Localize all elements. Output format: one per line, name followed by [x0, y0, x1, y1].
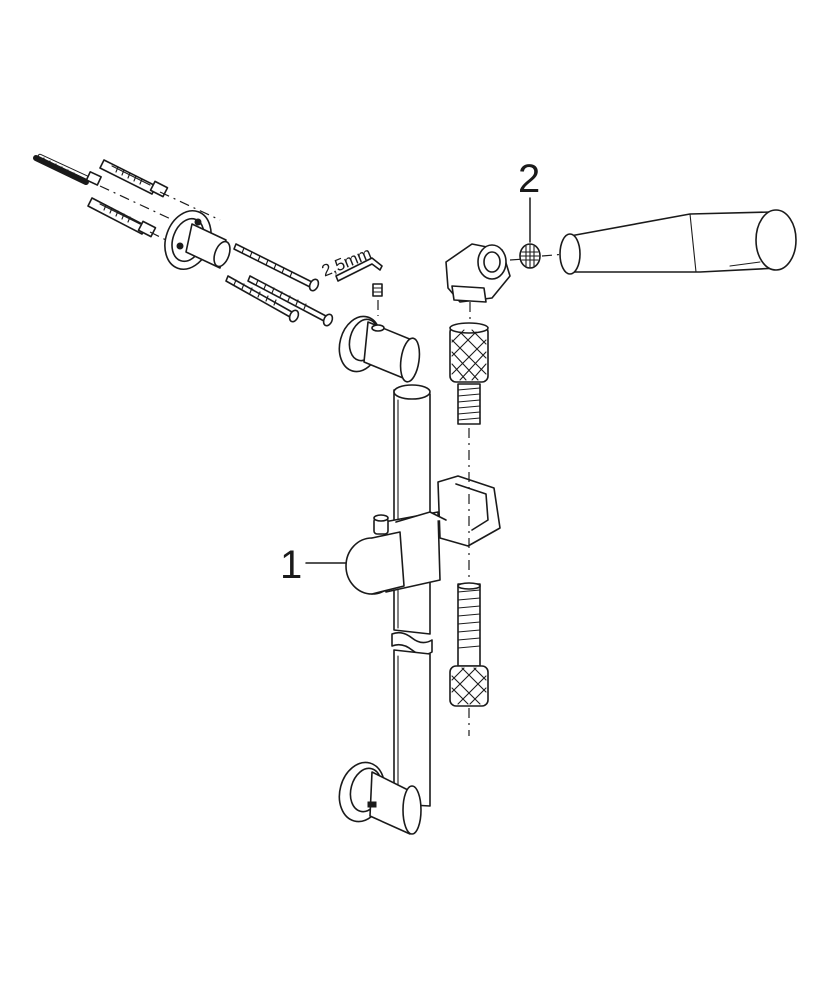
screw — [33, 155, 89, 185]
screw — [37, 153, 102, 186]
hand-shower — [559, 209, 797, 275]
long-screw — [247, 275, 334, 327]
upper-wall-bracket — [164, 210, 231, 270]
long-screw — [225, 275, 300, 323]
lower-hose-connector — [449, 582, 489, 736]
callout-1: 1 — [280, 543, 347, 587]
allen-key — [335, 257, 383, 282]
callout-2: 2 — [518, 157, 540, 243]
upper-rail-holder — [338, 315, 421, 383]
filter-seal — [519, 243, 567, 269]
wall-plug — [87, 197, 157, 238]
callout-2-label: 2 — [518, 157, 540, 201]
grub-screw — [372, 283, 383, 316]
long-screw — [233, 243, 320, 292]
upper-hose-connector — [449, 322, 489, 580]
elbow-connector — [445, 243, 541, 320]
callout-1-label: 1 — [280, 543, 302, 587]
slide-rail — [391, 384, 433, 807]
lower-rail-holder — [338, 761, 422, 835]
wall-plug — [99, 159, 169, 198]
